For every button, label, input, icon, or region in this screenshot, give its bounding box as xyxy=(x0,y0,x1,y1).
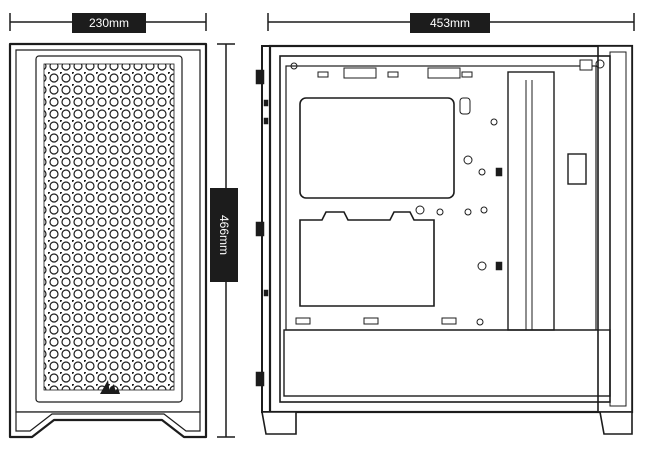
top-vent-slots xyxy=(317,67,473,79)
front-bottom-trim xyxy=(15,411,201,432)
width-label: 230mm xyxy=(72,13,146,33)
psu-shroud xyxy=(283,329,611,397)
side-inner-frame xyxy=(279,55,611,403)
shroud-clips xyxy=(295,317,457,325)
depth-label: 453mm xyxy=(410,13,490,33)
front-foot xyxy=(261,411,297,435)
corsair-logo-icon xyxy=(100,380,120,394)
side-view xyxy=(255,44,634,435)
lower-cutout xyxy=(299,211,435,307)
mounting-holes xyxy=(290,59,605,326)
front-edge-details xyxy=(255,69,269,387)
height-label-text: 466mm xyxy=(217,214,232,256)
upper-cutout xyxy=(299,97,455,199)
height-label: 466mm xyxy=(210,188,238,282)
rear-foot xyxy=(599,411,633,435)
front-view xyxy=(8,42,208,439)
rear-expansion-column xyxy=(507,71,555,331)
side-rear-panel xyxy=(597,45,633,413)
